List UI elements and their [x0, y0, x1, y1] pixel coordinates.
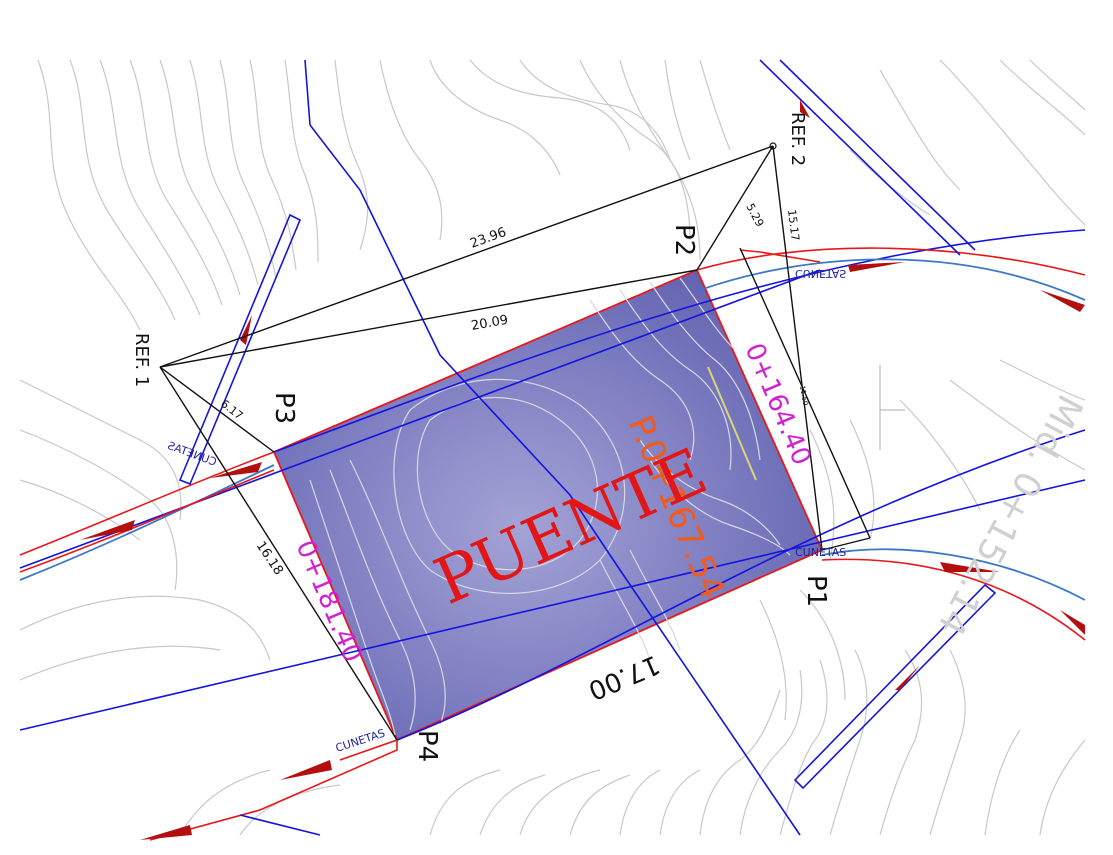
cunetas-label: CUNETAS [334, 727, 387, 755]
flow-arrow [940, 562, 1000, 572]
flow-arrow [80, 520, 135, 540]
flow-arrow [1060, 610, 1085, 635]
dimension-small-tick: 11.50 [798, 385, 809, 406]
terrain-contours [19, 59, 1086, 836]
point-label-p2: P2 [669, 224, 699, 256]
flow-arrow [895, 665, 920, 690]
cunetas-label: CUNETAS [795, 267, 846, 280]
flow-arrows [80, 100, 1085, 840]
flow-arrow [848, 262, 905, 272]
side-station-label: Mid. 0+152.14 [929, 388, 1090, 642]
flow-arrow [140, 825, 192, 840]
ref2-marker [769, 142, 777, 150]
point-label-p1: P1 [801, 575, 831, 607]
dimension-ref2-p2: 5.29 [743, 201, 766, 229]
flow-arrow [280, 760, 332, 780]
flow-arrow [1040, 290, 1085, 312]
cunetas-label: CUNETAS [166, 439, 219, 469]
flow-arrow [800, 100, 810, 118]
reference-label-ref1: REF. 1 [131, 333, 152, 387]
cunetas-label: CUNETAS [795, 546, 846, 559]
flow-arrow [210, 462, 262, 478]
dimension-ref1-ref2: 23.96 [468, 225, 508, 252]
dimension-p4-p1: 17.00 [584, 649, 664, 706]
point-label-p4: P4 [412, 730, 442, 762]
point-label-p3: P3 [269, 392, 299, 424]
dimension-ref1-p3: 6.17 [218, 397, 245, 422]
road-lines [19, 59, 1086, 841]
dimension-ref2-p1: 15.17 [785, 209, 802, 242]
dimension-ref1-p2: 20.09 [470, 313, 509, 334]
reference-label-ref2: REF. 2 [787, 112, 808, 166]
survey-lines [159, 142, 905, 741]
